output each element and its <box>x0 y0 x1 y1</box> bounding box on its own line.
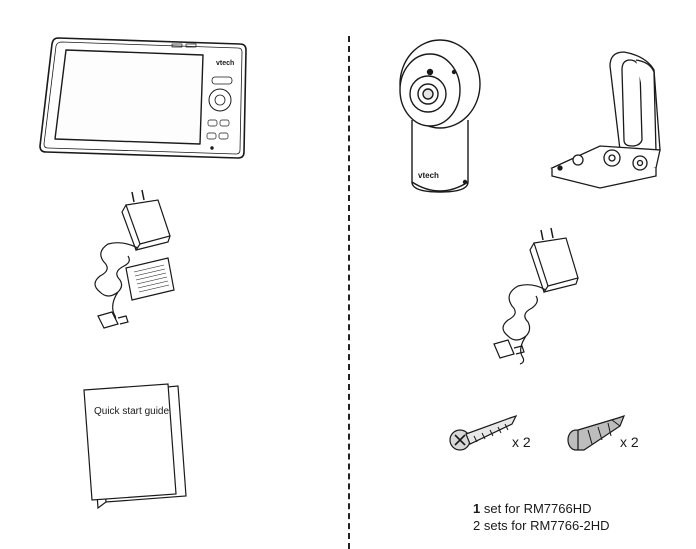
wall-mount-bracket <box>550 51 661 189</box>
set-note-line1-number: 1 <box>473 501 481 516</box>
screw <box>449 414 518 451</box>
camera-logo: vtech <box>418 171 439 180</box>
camera-power-adapter <box>493 227 579 365</box>
monitor-logo: vtech <box>216 60 234 67</box>
baby-camera <box>399 39 481 193</box>
screws-quantity: x 2 <box>512 434 531 450</box>
set-note-line2: 2 sets for RM7766-2HD <box>473 518 610 533</box>
anchors-quantity: x 2 <box>620 434 639 450</box>
guide-title: Quick start guide <box>94 406 170 417</box>
section-divider <box>348 36 350 549</box>
wall-anchor <box>567 415 626 451</box>
quick-start-guide-booklet <box>83 383 187 510</box>
set-note-line1-text: set for RM7766HD <box>480 501 592 516</box>
monitor-power-adapter <box>94 189 175 329</box>
set-note-line1: 1 set for RM7766HD <box>473 500 592 517</box>
parent-monitor <box>39 37 247 159</box>
